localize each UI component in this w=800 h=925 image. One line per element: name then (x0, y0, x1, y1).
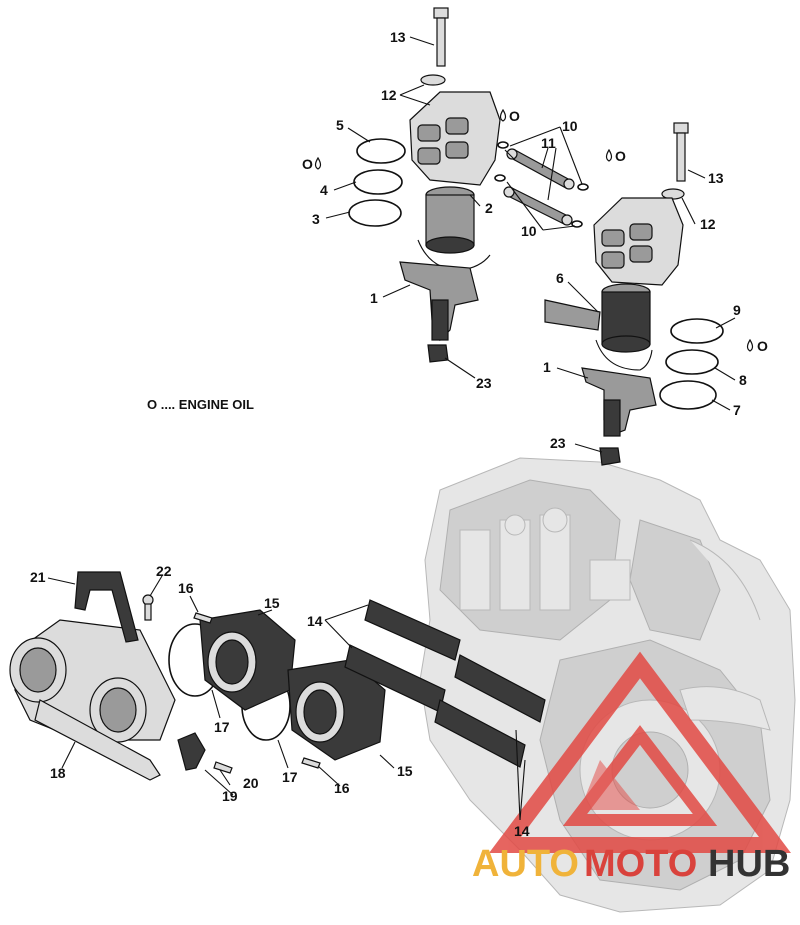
o-ring-3 (348, 199, 402, 227)
callout-13-lower: 13 (708, 170, 724, 186)
oil-hoses-11 (503, 148, 575, 226)
callout-11: 11 (541, 135, 556, 151)
o-ring-7 (659, 380, 717, 410)
intake-adapter-15-upper (199, 609, 296, 711)
callout-12-upper: 12 (381, 87, 397, 103)
oil-filter-2 (417, 186, 491, 271)
bolt-13-upper (433, 7, 449, 67)
clip-23-lower (599, 447, 621, 466)
o-ring-5 (356, 138, 406, 164)
gasket-plate (544, 299, 601, 331)
svg-text:O: O (757, 338, 768, 354)
callout-4: 4 (320, 182, 328, 198)
callout-7: 7 (733, 402, 741, 418)
callout-1-lower: 1 (543, 359, 551, 375)
screw-16-lower (301, 757, 321, 769)
screw-22 (142, 594, 154, 621)
o-ring-9 (670, 318, 724, 344)
svg-text:O: O (302, 156, 313, 172)
fittings-10 (494, 141, 589, 228)
callout-5: 5 (336, 117, 344, 133)
bracket-1-lower (581, 367, 657, 437)
callout-9: 9 (733, 302, 741, 318)
oil-filter-6 (595, 283, 653, 371)
callout-23-lower: 23 (550, 435, 566, 451)
callout-17-upper: 17 (214, 719, 230, 735)
bracket-21 (74, 571, 139, 643)
callout-1-upper: 1 (370, 290, 378, 306)
callout-13-upper: 13 (390, 29, 406, 45)
callout-14-lower: 14 (514, 823, 530, 839)
callout-10-top: 10 (562, 118, 578, 134)
o-ring-8 (665, 349, 719, 375)
watermark-text: AUTO MOTO HUB (472, 843, 790, 885)
callout-2: 2 (485, 200, 493, 216)
o-ring-4 (353, 169, 403, 195)
oil-symbol-10-left: O (499, 108, 520, 124)
callout-14-upper: 14 (307, 613, 323, 629)
washer-12-upper (420, 74, 446, 86)
filter-housing-upper (409, 91, 501, 186)
callout-19: 19 (222, 788, 238, 804)
throttle-body-18 (9, 619, 176, 781)
callout-3: 3 (312, 211, 320, 227)
callout-16-upper: 16 (178, 580, 194, 596)
screw-16-upper (193, 612, 213, 624)
filter-housing-lower (593, 197, 684, 286)
watermark-hub: HUB (708, 843, 790, 885)
screw-20 (213, 761, 233, 774)
intake-adapter-15-lower (287, 659, 386, 761)
svg-text:O: O (615, 148, 626, 164)
callout-17-lower: 17 (282, 769, 298, 785)
oil-symbol-10-right: O (605, 148, 626, 164)
leader-lines (47, 36, 736, 821)
callout-labels: 13 12 5 4 3 2 1 23 10 11 10 13 12 6 9 8 … (30, 29, 747, 839)
callout-22: 22 (156, 563, 172, 579)
callout-6: 6 (556, 270, 564, 286)
callout-15-upper: 15 (264, 595, 280, 611)
callout-12-lower: 12 (700, 216, 716, 232)
callout-16-lower: 16 (334, 780, 350, 796)
callout-15-lower: 15 (397, 763, 413, 779)
callout-21: 21 (30, 569, 46, 585)
bracket-1-upper (399, 261, 479, 342)
engine-oil-legend: O .... ENGINE OIL (147, 397, 254, 412)
callout-23-upper: 23 (476, 375, 492, 391)
callout-10-bottom: 10 (521, 223, 537, 239)
callout-8: 8 (739, 372, 747, 388)
reed-valves-14 (344, 599, 546, 768)
bolt-13-lower (673, 122, 689, 182)
watermark-moto: MOTO (584, 843, 697, 885)
watermark-auto: AUTO (472, 843, 579, 885)
sensor-19 (177, 732, 206, 771)
clip-23-upper (427, 344, 449, 363)
engine-block (419, 457, 796, 913)
callout-18: 18 (50, 765, 66, 781)
callout-20: 20 (243, 775, 259, 791)
oil-symbol-8: O (746, 338, 768, 354)
svg-text:O: O (509, 108, 520, 124)
watermark-logo (489, 651, 791, 853)
oil-symbol-4: O (302, 156, 322, 172)
